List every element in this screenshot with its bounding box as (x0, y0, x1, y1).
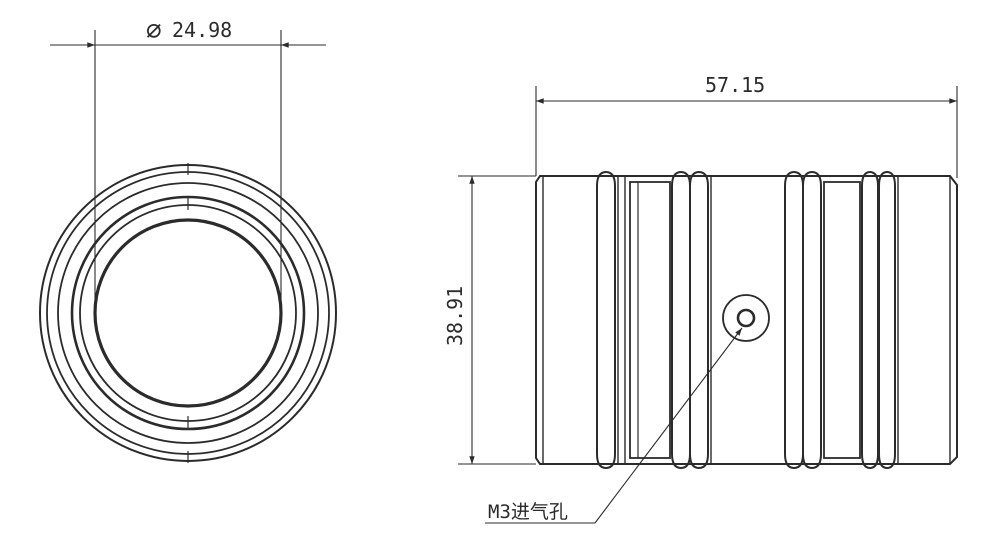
o-ring-2b (689, 170, 709, 470)
length-label: 57.15 (705, 73, 765, 97)
o-ring-2a (671, 170, 691, 470)
diameter-symbol: ⌀ (146, 16, 162, 46)
o-ring-1a (596, 170, 616, 470)
air-inlet-hole (736, 308, 756, 328)
end-view: ⌀ 24.98 (39, 16, 337, 463)
o-ring-4b (878, 170, 896, 470)
height-label: 38.91 (443, 286, 467, 346)
end-view-ring-5 (79, 204, 297, 422)
diameter-dimension (50, 30, 326, 313)
length-dimension (535, 86, 958, 178)
o-ring-3b (802, 170, 822, 470)
air-inlet-outer-circle (722, 294, 770, 342)
groove-1 (596, 170, 671, 470)
o-ring-4a (861, 170, 879, 470)
groove-4 (861, 170, 899, 470)
side-view: M3进气孔 57.15 38.91 (443, 73, 958, 524)
o-ring-3a (784, 170, 804, 470)
end-view-ring-3 (57, 182, 319, 444)
groove-3 (784, 170, 861, 470)
height-dimension (458, 175, 536, 465)
end-view-ring-4 (70, 195, 306, 431)
end-view-bore (93, 218, 283, 408)
groove-3-step (823, 181, 861, 459)
groove-2 (671, 170, 712, 470)
groove-1-step (629, 181, 671, 459)
diameter-label: 24.98 (172, 18, 232, 42)
end-view-ring-2 (46, 171, 330, 455)
callout-label: M3进气孔 (488, 501, 568, 523)
callout-leader (594, 327, 743, 524)
side-view-body (535, 175, 958, 465)
